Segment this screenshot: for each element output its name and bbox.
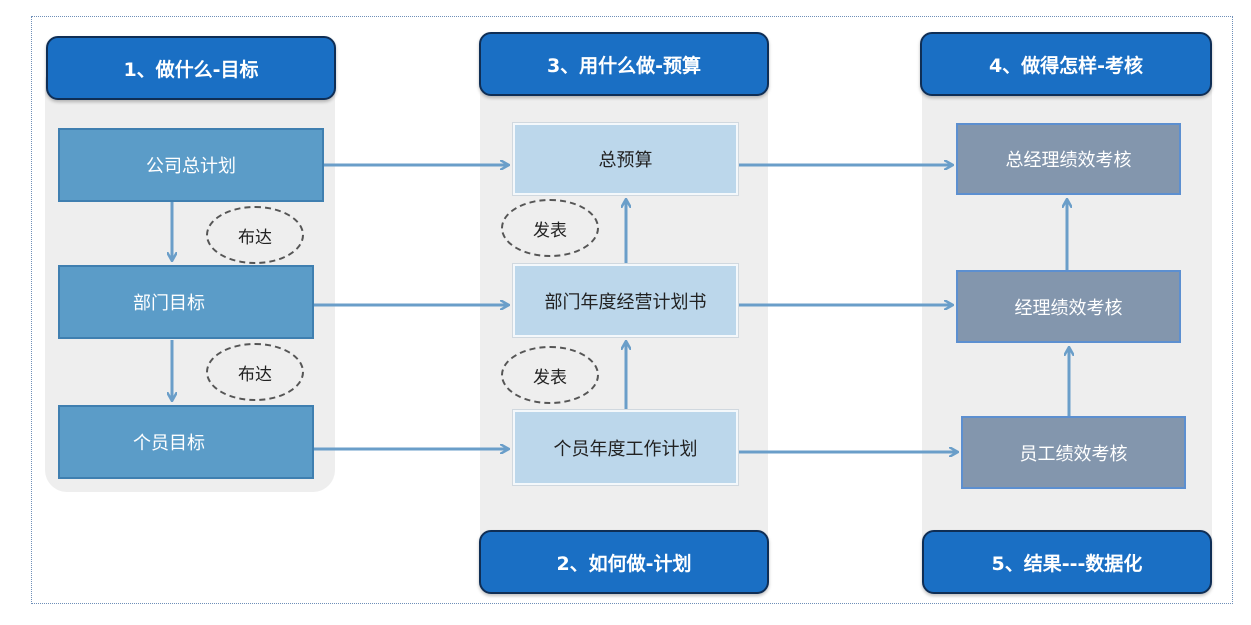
header-assessment: 4、做得怎样-考核: [920, 32, 1212, 96]
individual-annual-plan-box: 个员年度工作计划: [513, 410, 738, 485]
publish-ellipse-1: 发表: [501, 199, 599, 257]
header-result: 5、结果---数据化: [922, 530, 1212, 594]
header-budget: 3、用什么做-预算: [479, 32, 769, 96]
diagram-frame: [31, 16, 1233, 604]
manager-assessment-box: 经理绩效考核: [956, 270, 1181, 343]
header-plan: 2、如何做-计划: [479, 530, 769, 594]
header-goal: 1、做什么-目标: [46, 36, 336, 100]
department-goal-box: 部门目标: [58, 265, 314, 339]
deliver-ellipse-2: 布达: [206, 343, 304, 401]
company-plan-box: 公司总计划: [58, 128, 324, 202]
total-budget-box: 总预算: [513, 123, 738, 195]
deliver-ellipse-1: 布达: [206, 206, 304, 264]
publish-ellipse-2: 发表: [501, 346, 599, 404]
gm-assessment-box: 总经理绩效考核: [956, 123, 1181, 195]
dept-annual-plan-box: 部门年度经营计划书: [513, 264, 738, 337]
individual-goal-box: 个员目标: [58, 405, 314, 479]
employee-assessment-box: 员工绩效考核: [961, 416, 1186, 489]
